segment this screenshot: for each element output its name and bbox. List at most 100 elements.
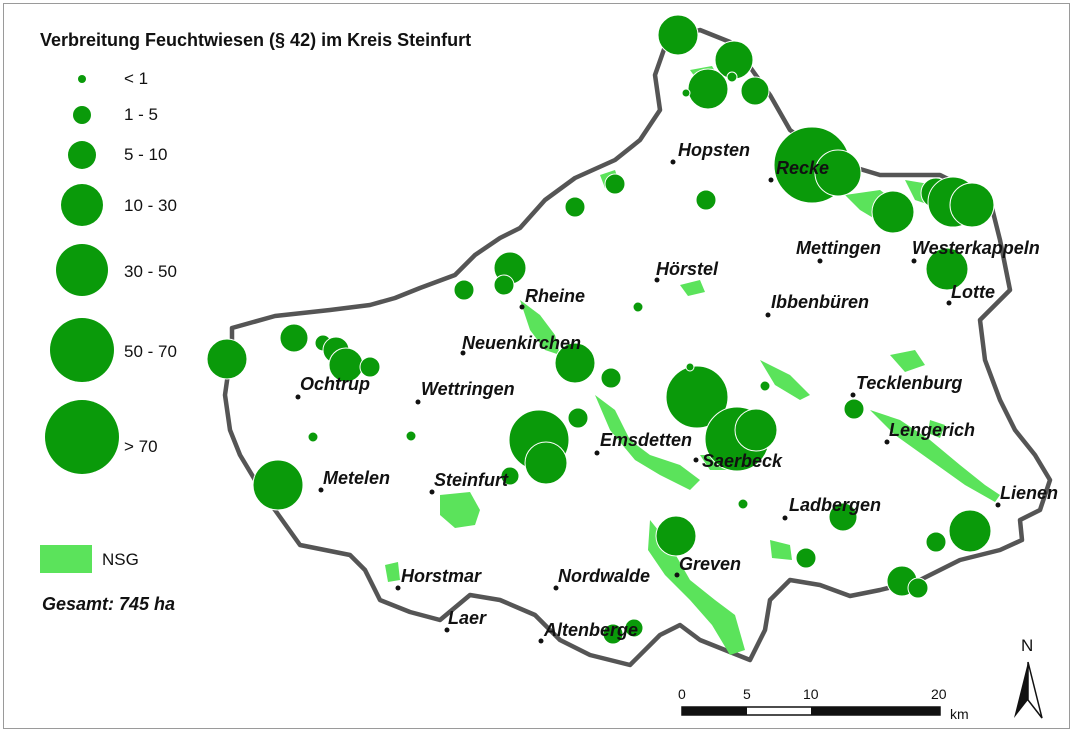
town-label-neuenkirchen: Neuenkirchen (462, 333, 582, 353)
legend-circle-lt1 (78, 75, 86, 83)
town-label-hopsten: Hopsten (678, 140, 750, 160)
wetland-circle (665, 365, 729, 429)
town-dot (782, 515, 788, 521)
legend-circle-gt70 (45, 400, 119, 474)
wetland-circle (907, 577, 929, 599)
wetland-circle (828, 502, 858, 532)
wetland-circle (252, 459, 304, 511)
town-dot (654, 277, 660, 283)
wetland-circle (687, 68, 729, 110)
wetland-circle (564, 196, 586, 218)
wetland-circle (925, 247, 969, 291)
town-label-hoerstel: Hörstel (656, 259, 719, 279)
district-boundary (222, 27, 1053, 668)
town-label-emsdetten: Emsdetten (600, 430, 693, 450)
wetland-circle (740, 76, 770, 106)
wetland-circle (726, 71, 738, 83)
wetland-circle (655, 515, 697, 557)
nsg-patch (595, 395, 700, 490)
town-dot (395, 585, 401, 591)
town-dot (295, 394, 301, 400)
town-dot (538, 638, 544, 644)
total-area: Gesamt: 745 ha (42, 594, 176, 614)
wetland-circle (453, 279, 475, 301)
legend-label-nsg: NSG (102, 550, 139, 569)
wetland-circle (737, 498, 749, 510)
town-label-ochtrup: Ochtrup (300, 374, 370, 394)
wetland-circle (795, 547, 817, 569)
wetland-circle (949, 182, 995, 228)
town-label-horstmar: Horstmar (401, 566, 482, 586)
nsg-patch (928, 420, 945, 438)
town-dot (429, 489, 435, 495)
nsg-patch (385, 562, 400, 582)
town-dot (594, 450, 600, 456)
town-label-steinfurt: Steinfurt (434, 470, 508, 490)
town-dot (850, 392, 856, 398)
town-label-wettringen: Wettringen (421, 379, 515, 399)
wetland-circle (681, 88, 691, 98)
town-label-recke: Recke (776, 158, 830, 178)
legend-label-gt70: > 70 (124, 437, 158, 456)
town-points (295, 159, 1001, 644)
wetland-circle (602, 623, 624, 645)
town-dot (674, 572, 680, 578)
town-label-altenberge: Altenberge (544, 620, 639, 640)
map-title: Verbreitung Feuchtwiesen (§ 42) im Kreis… (40, 30, 472, 50)
nsg-patch (760, 360, 810, 400)
legend-label-lt1: < 1 (124, 69, 149, 88)
legend-label-50-70: 50 - 70 (124, 342, 177, 361)
town-label-tecklenburg: Tecklenburg (856, 373, 963, 393)
wetland-circle (759, 380, 771, 392)
legend-circle-1-5 (73, 106, 91, 124)
map-frame (3, 3, 1070, 729)
wetland-circle (814, 149, 862, 197)
wetland-circle (657, 14, 699, 56)
nsg-patch (520, 300, 560, 355)
wetland-circle (307, 431, 319, 443)
wetland-circle (524, 441, 568, 485)
town-label-rheine: Rheine (525, 286, 586, 306)
legend-circle-5-10 (68, 141, 96, 169)
wetland-circle (632, 301, 644, 313)
nsg-patch (770, 540, 792, 560)
wetland-circle (405, 430, 417, 442)
town-label-lienen: Lienen (1000, 483, 1059, 503)
nsg-patch (440, 492, 480, 528)
wetland-circle (685, 362, 695, 372)
wetland-circle (695, 189, 717, 211)
legend-label-10-30: 10 - 30 (124, 196, 177, 215)
town-dot (884, 439, 890, 445)
town-dot (318, 487, 324, 493)
town-label-laer: Laer (448, 608, 487, 628)
town-dot (765, 312, 771, 318)
town-dot (768, 177, 774, 183)
nsg-patch (870, 410, 1000, 502)
town-dot (693, 457, 699, 463)
legend-circle-10-30 (61, 184, 103, 226)
town-dot (911, 258, 917, 264)
wetland-circle (359, 356, 381, 378)
wetland-circle (871, 190, 915, 234)
wetland-circle (206, 338, 248, 380)
wetland-circle (554, 342, 596, 384)
town-dot (946, 300, 952, 306)
scale-tick-20: 20 (931, 686, 947, 702)
town-dot (817, 258, 823, 264)
wetland-circle (843, 398, 865, 420)
scale-tick-5: 5 (743, 686, 751, 702)
wetland-circle (493, 274, 515, 296)
wetland-circle (604, 173, 626, 195)
town-dot (519, 304, 525, 310)
wetland-circle (624, 618, 644, 638)
wetland-circle (600, 367, 622, 389)
nsg-patch (680, 280, 705, 296)
town-dot (444, 627, 450, 633)
town-label-westerkappeln: Westerkappeln (912, 238, 1040, 258)
scale-tick-0: 0 (678, 686, 686, 702)
town-dot (670, 159, 676, 165)
scale-tick-10: 10 (803, 686, 819, 702)
wetland-circles (206, 14, 995, 645)
wetland-circle (948, 509, 992, 553)
